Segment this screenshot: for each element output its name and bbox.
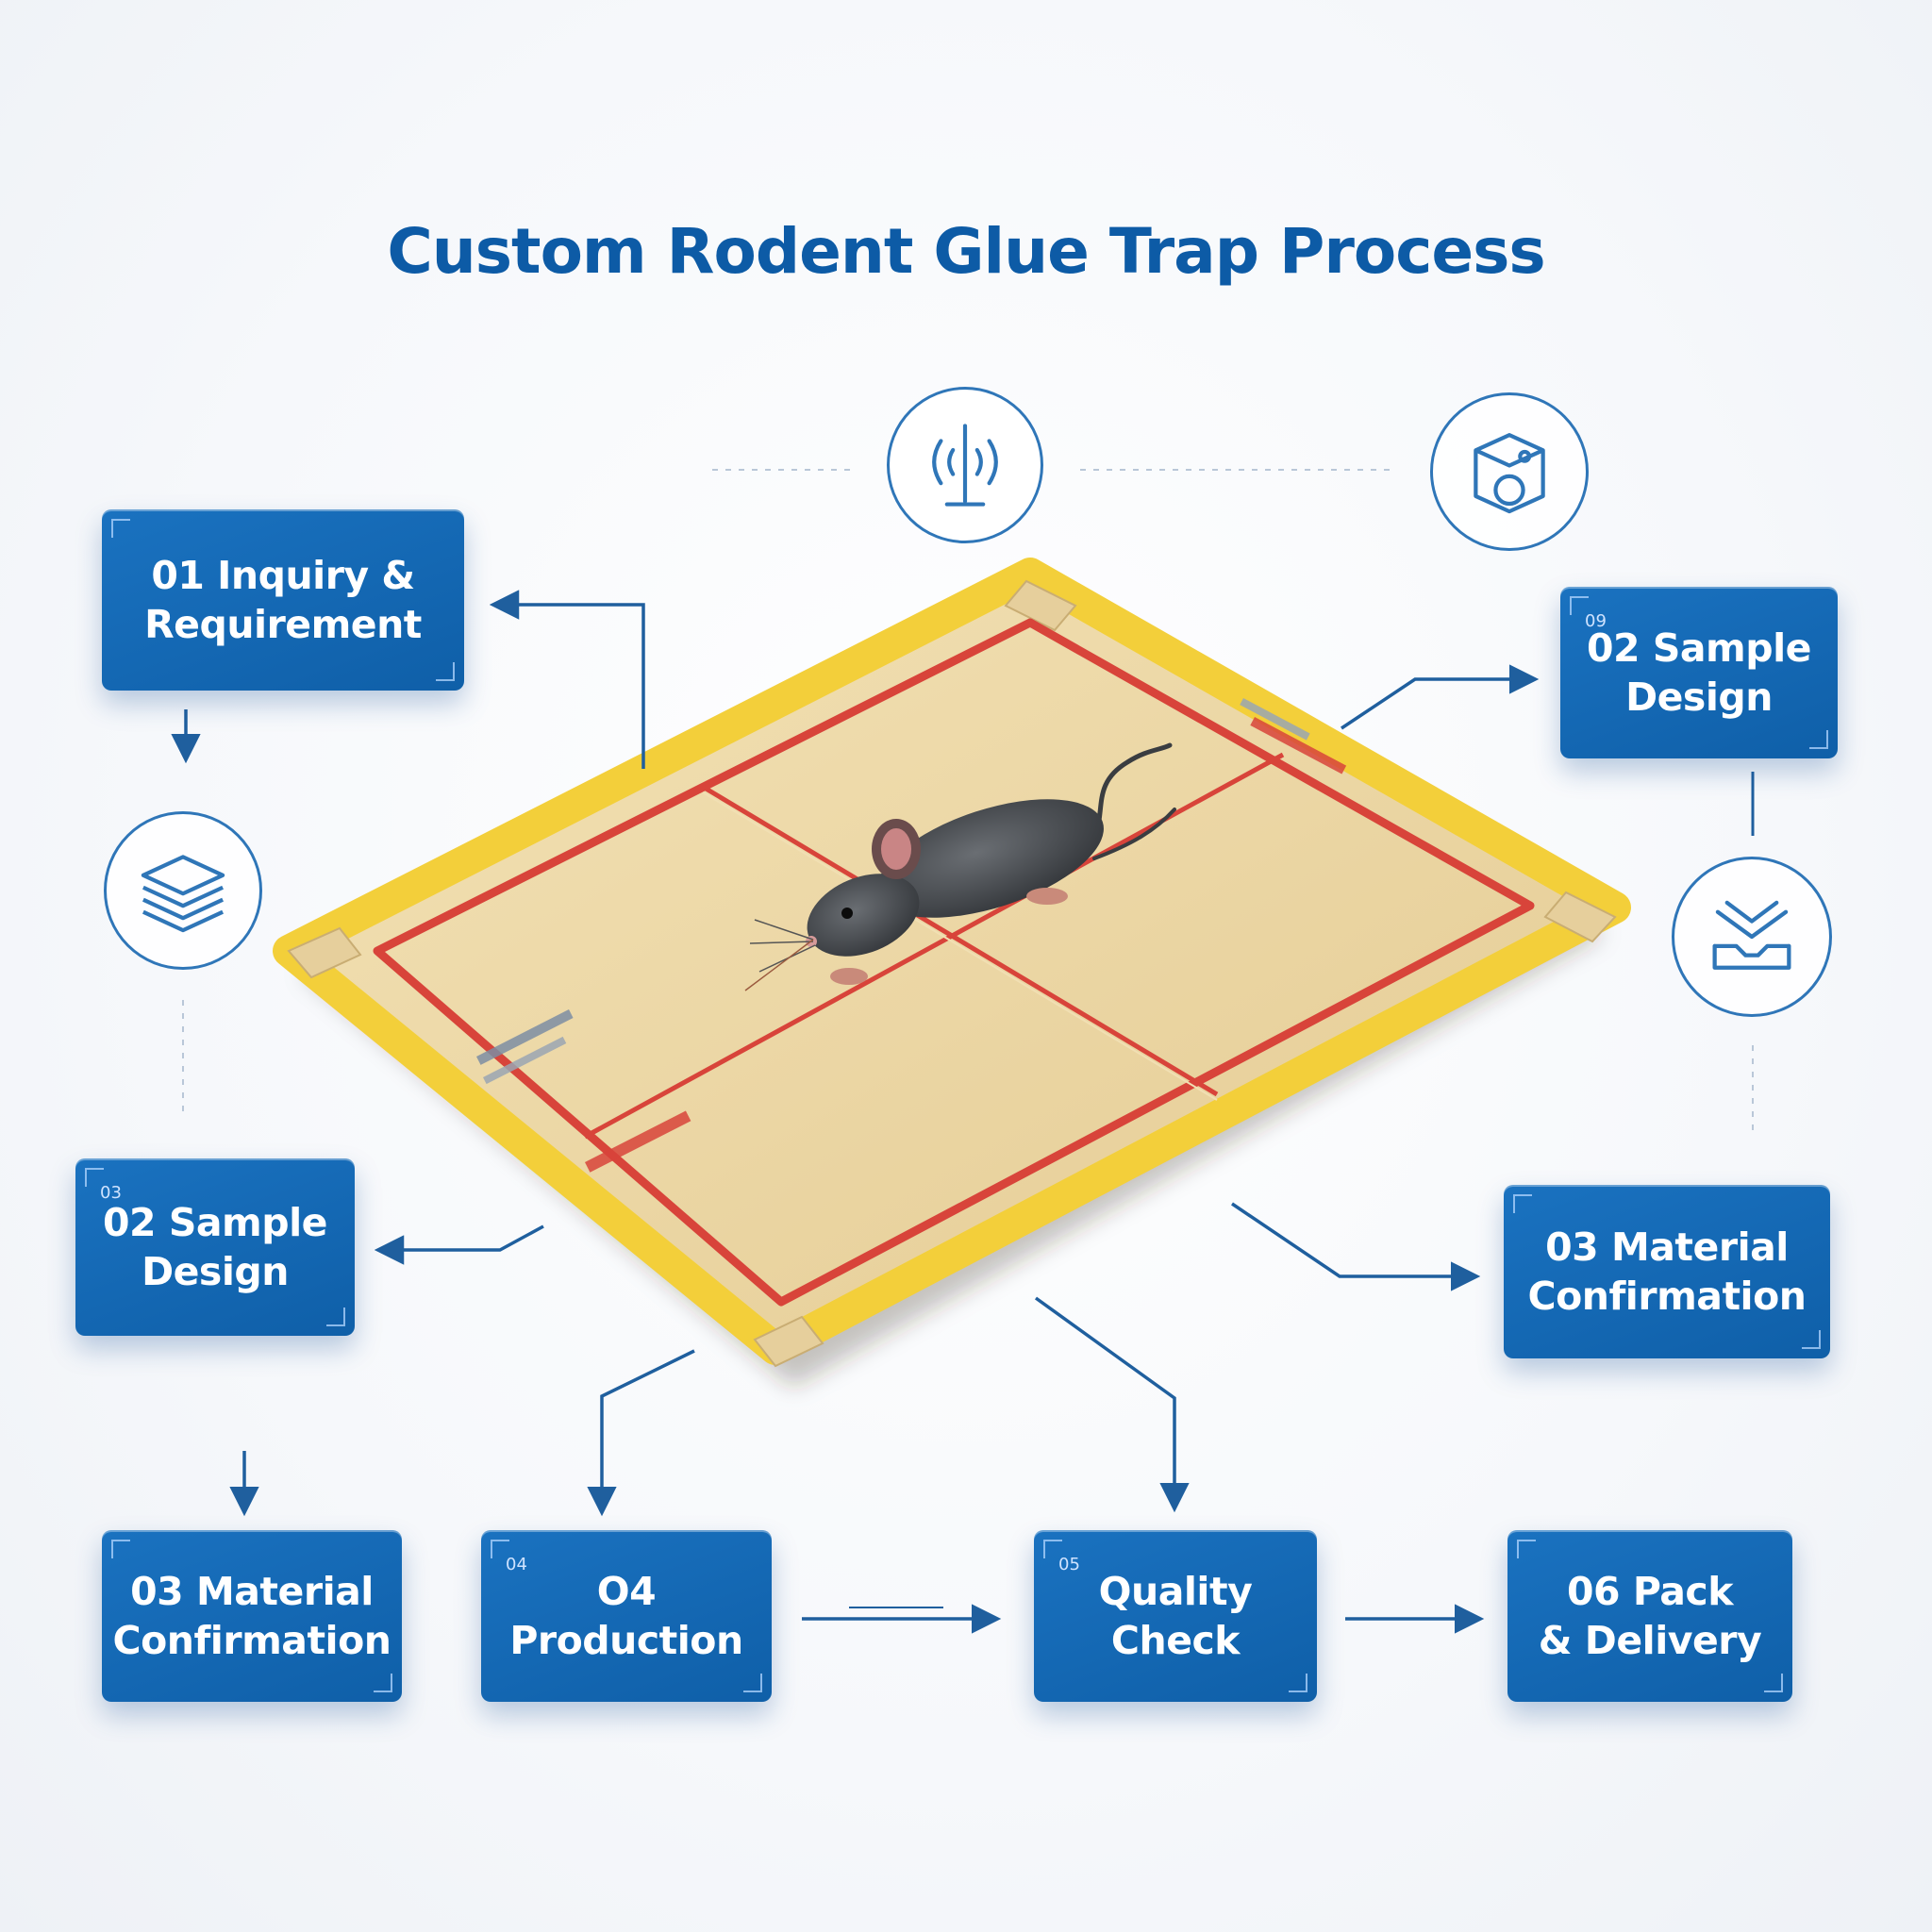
step-label: 02 Sample Design <box>103 1199 327 1294</box>
glue-trap-board <box>273 558 1631 1368</box>
step-card-sample-design-right[interactable]: 09 02 Sample Design <box>1560 587 1838 758</box>
step-card-quality-check[interactable]: 05 Quality Check <box>1034 1530 1317 1702</box>
step-card-material-confirmation-bottom[interactable]: 03 Material Confirmation <box>102 1530 402 1702</box>
step-card-material-confirmation-right[interactable]: 03 Material Confirmation <box>1504 1185 1830 1358</box>
connector-board-to-inquiry <box>489 590 645 769</box>
step-card-inquiry-requirement[interactable]: 01 Inquiry & Requirement <box>102 509 464 691</box>
step-label: 03 Material Confirmation <box>112 1568 391 1663</box>
connector-board-to-sample-right <box>1341 664 1540 730</box>
step-tag: 05 <box>1058 1555 1080 1574</box>
signal-broadcast-icon <box>887 387 1043 543</box>
connector-board-to-material-right <box>1231 1202 1481 1291</box>
step-label: 06 Pack & Delivery <box>1538 1568 1762 1663</box>
layers-stack-icon <box>104 811 262 970</box>
step-card-production[interactable]: 04 O4 Production <box>481 1530 772 1702</box>
step-label: Quality Check <box>1098 1568 1253 1663</box>
step-tag: 03 <box>100 1183 122 1203</box>
package-inspect-icon <box>1430 392 1589 551</box>
step-label: O4 Production <box>509 1568 743 1663</box>
open-box-icon <box>1672 857 1832 1017</box>
step-tag: 09 <box>1585 611 1607 631</box>
connector-board-to-quality <box>1034 1296 1190 1513</box>
step-card-sample-design-left[interactable]: 03 02 Sample Design <box>75 1158 355 1336</box>
mouse-illustration <box>744 742 1176 991</box>
page-title: Custom Rodent Glue Trap Process <box>387 215 1545 288</box>
step-label: 03 Material Confirmation <box>1527 1224 1807 1319</box>
step-card-pack-delivery[interactable]: 06 Pack & Delivery <box>1507 1530 1792 1702</box>
guide-lines <box>182 469 1754 1132</box>
connector-board-to-sample-left <box>374 1224 544 1265</box>
step-label: 02 Sample Design <box>1587 625 1811 720</box>
connector-board-to-production <box>587 1349 695 1517</box>
step-label: 01 Inquiry & Requirement <box>144 552 422 647</box>
step-tag: 04 <box>506 1555 527 1574</box>
connector-lines <box>171 590 1540 1634</box>
